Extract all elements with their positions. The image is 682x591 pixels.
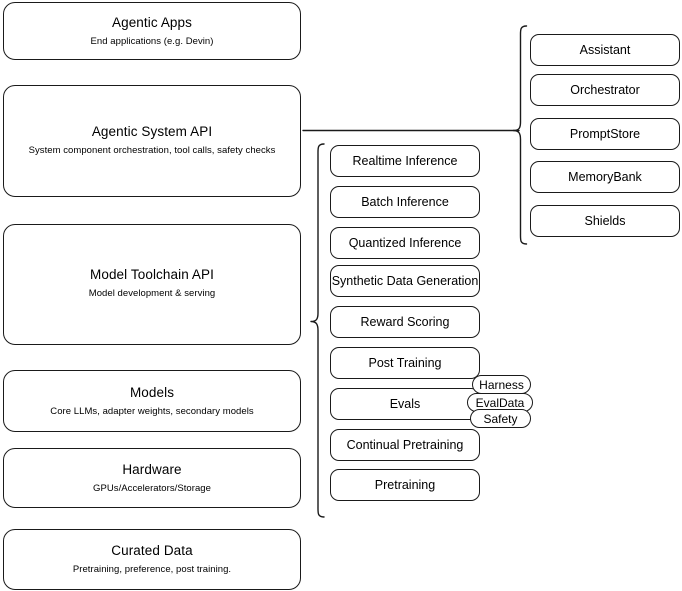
component-orchestrator[interactable]: Orchestrator <box>530 74 680 106</box>
component-memorybank[interactable]: MemoryBank <box>530 161 680 193</box>
layer-subtitle: System component orchestration, tool cal… <box>28 144 276 156</box>
layer-title: Agentic System API <box>91 124 213 139</box>
tag-safety[interactable]: Safety <box>470 409 531 428</box>
tag-harness[interactable]: Harness <box>472 375 531 394</box>
component-synthetic-data-generation[interactable]: Synthetic Data Generation <box>330 265 480 297</box>
layer-title: Curated Data <box>111 543 193 559</box>
layer-subtitle: Model development & serving <box>88 287 216 299</box>
layer-hardware[interactable]: Hardware GPUs/Accelerators/Storage <box>3 448 301 508</box>
layer-agentic-system-api[interactable]: Agentic System API System component orch… <box>3 85 301 197</box>
layer-subtitle: GPUs/Accelerators/Storage <box>93 482 211 494</box>
component-evals[interactable]: Evals <box>330 388 480 420</box>
layer-title: Hardware <box>122 461 182 477</box>
layer-agentic-apps[interactable]: Agentic Apps End applications (e.g. Devi… <box>3 2 301 60</box>
component-realtime-inference[interactable]: Realtime Inference <box>330 145 480 177</box>
component-reward-scoring[interactable]: Reward Scoring <box>330 306 480 338</box>
component-pretraining[interactable]: Pretraining <box>330 469 480 501</box>
layer-models[interactable]: Models Core LLMs, adapter weights, secon… <box>3 370 301 432</box>
layer-subtitle: Pretraining, preference, post training. <box>72 564 232 575</box>
brace-toolchain-components <box>310 143 325 518</box>
component-shields[interactable]: Shields <box>530 205 680 237</box>
component-assistant[interactable]: Assistant <box>530 34 680 66</box>
component-quantized-inference[interactable]: Quantized Inference <box>330 227 480 259</box>
component-promptstore[interactable]: PromptStore <box>530 118 680 150</box>
layer-title: Agentic Apps <box>111 14 192 30</box>
layer-curated-data[interactable]: Curated Data Pretraining, preference, po… <box>3 529 301 590</box>
component-batch-inference[interactable]: Batch Inference <box>330 186 480 218</box>
layer-subtitle: End applications (e.g. Devin) <box>90 35 214 47</box>
layer-title: Models <box>129 384 175 400</box>
component-post-training[interactable]: Post Training <box>330 347 480 379</box>
brace-agentic-components <box>512 25 528 245</box>
layer-subtitle: Core LLMs, adapter weights, secondary mo… <box>50 405 254 417</box>
layer-title: Model Toolchain API <box>90 267 214 282</box>
component-continual-pretraining[interactable]: Continual Pretraining <box>330 429 480 461</box>
layer-model-toolchain-api[interactable]: Model Toolchain API Model development & … <box>3 224 301 345</box>
